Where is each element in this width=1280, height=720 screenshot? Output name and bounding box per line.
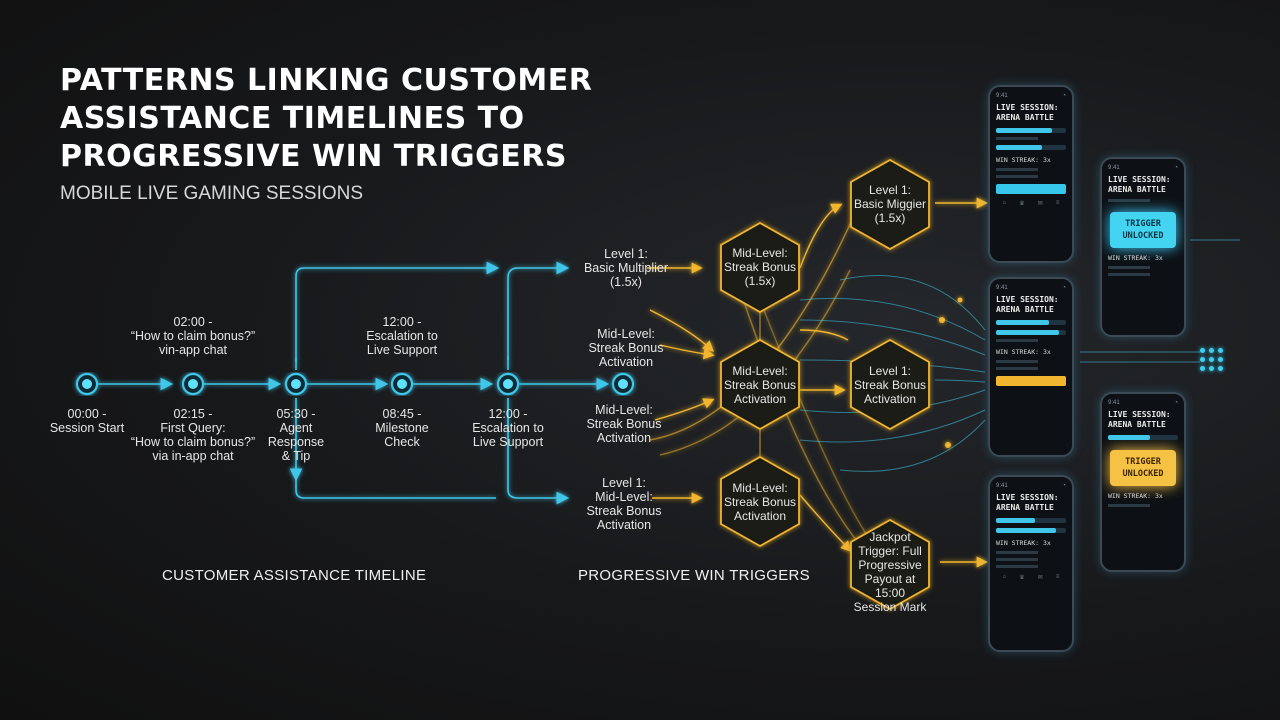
trigger-label-3: Mid-Level: Streak Bonus Activation bbox=[586, 403, 662, 445]
progress-bar bbox=[1108, 435, 1178, 440]
progress-bar bbox=[996, 518, 1066, 523]
status-bar: 9:41◔ bbox=[996, 285, 1066, 291]
bottom-nav: ⌂ ♛ ✉ ≡ bbox=[996, 574, 1066, 581]
timeline-label-milestone-check: 08:45 - Milestone Check bbox=[375, 407, 429, 449]
page-title: PATTERNS LINKING CUSTOMER ASSISTANCE TIM… bbox=[60, 63, 593, 174]
timeline-label-agent-response: 05:30 - Agent Response & Tip bbox=[267, 407, 325, 463]
trophy-icon: ♛ bbox=[1019, 201, 1025, 207]
phone-screen-3: 9:41◔ LIVE SESSION: ARENA BATTLE WIN STR… bbox=[988, 277, 1074, 457]
session-title: LIVE SESSION: ARENA BATTLE bbox=[996, 295, 1059, 314]
hex-level1-streak: Level 1: Streak Bonus Activation bbox=[853, 364, 927, 406]
session-title: LIVE SESSION: ARENA BATTLE bbox=[1108, 410, 1171, 429]
menu-icon: ≡ bbox=[1055, 574, 1060, 580]
win-streak: WIN STREAK: 3x bbox=[996, 539, 1051, 547]
trophy-icon: ♛ bbox=[1019, 575, 1025, 581]
trigger-label-2: Mid-Level: Streak Bonus Activation bbox=[588, 327, 664, 369]
section-timeline-label: CUSTOMER ASSISTANCE TIMELINE bbox=[162, 567, 427, 584]
session-title: LIVE SESSION: ARENA BATTLE bbox=[996, 493, 1059, 512]
timeline-label-escalation: 12:00 - Escalation to Live Support bbox=[472, 407, 544, 449]
session-title: LIVE SESSION: ARENA BATTLE bbox=[1108, 175, 1171, 194]
win-streak: WIN STREAK: 3x bbox=[996, 348, 1051, 356]
home-icon: ⌂ bbox=[1002, 200, 1007, 206]
timeline-label-session-start: 00:00 - Session Start bbox=[49, 407, 125, 435]
page-subtitle: MOBILE LIVE GAMING SESSIONS bbox=[60, 183, 364, 204]
hex-streak-bonus-1: Mid-Level: Streak Bonus (1.5x) bbox=[723, 246, 797, 288]
trigger-label-1: Level 1: Basic Multiplier (1.5x) bbox=[583, 247, 669, 289]
progress-bar bbox=[996, 528, 1066, 533]
timeline-label-first-query: 02:15 - First Query: “How to claim bonus… bbox=[130, 407, 256, 463]
trigger-unlocked-badge[interactable]: TRIGGER UNLOCKED bbox=[1110, 450, 1176, 486]
win-streak: WIN STREAK: 3x bbox=[1108, 492, 1163, 500]
progress-bar bbox=[996, 145, 1066, 150]
hex-basic-multiplier: Level 1: Basic Miggier (1.5x) bbox=[853, 183, 927, 225]
win-streak: WIN STREAK: 3x bbox=[996, 156, 1051, 164]
progress-bar bbox=[996, 330, 1066, 335]
chat-icon: ✉ bbox=[1037, 575, 1043, 581]
bottom-nav: ⌂ ♛ ✉ ≡ bbox=[996, 200, 1066, 207]
win-streak: WIN STREAK: 3x bbox=[1108, 254, 1163, 262]
trigger-unlocked-badge[interactable]: TRIGGER UNLOCKED bbox=[1110, 212, 1176, 248]
timeline-label-above-1: 02:00 - “How to claim bonus?” vin-app ch… bbox=[130, 315, 256, 357]
status-bar: 9:41◔ bbox=[1108, 165, 1178, 171]
status-bar: 9:41◔ bbox=[996, 93, 1066, 99]
menu-icon: ≡ bbox=[1055, 200, 1060, 206]
progress-bar bbox=[996, 320, 1066, 325]
trigger-label-4: Level 1: Mid-Level: Streak Bonus Activat… bbox=[586, 476, 662, 532]
chat-icon: ✉ bbox=[1037, 201, 1043, 207]
phone-screen-2: 9:41◔ LIVE SESSION: ARENA BATTLE TRIGGER… bbox=[1100, 157, 1186, 337]
claim-button[interactable] bbox=[996, 184, 1066, 194]
status-bar: 9:41◔ bbox=[996, 483, 1066, 489]
claim-button[interactable] bbox=[996, 376, 1066, 386]
decorative-dots bbox=[1200, 348, 1223, 371]
phone-screen-1: 9:41◔ LIVE SESSION: ARENA BATTLE WIN STR… bbox=[988, 85, 1074, 263]
phone-screen-5: 9:41◔ LIVE SESSION: ARENA BATTLE WIN STR… bbox=[988, 475, 1074, 652]
phone-screen-4: 9:41◔ LIVE SESSION: ARENA BATTLE TRIGGER… bbox=[1100, 392, 1186, 572]
hex-streak-bonus-3: Mid-Level: Streak Bonus Activation bbox=[723, 481, 797, 523]
hex-jackpot-trigger: Jackpot Trigger: Full Progressive Payout… bbox=[853, 530, 927, 614]
section-triggers-label: PROGRESSIVE WIN TRIGGERS bbox=[578, 567, 810, 584]
session-title: LIVE SESSION: ARENA BATTLE bbox=[996, 103, 1059, 122]
hex-streak-bonus-2: Mid-Level: Streak Bonus Activation bbox=[723, 364, 797, 406]
timeline-label-above-2: 12:00 - Escalation to Live Support bbox=[366, 315, 438, 357]
progress-bar bbox=[996, 128, 1066, 133]
status-bar: 9:41◔ bbox=[1108, 400, 1178, 406]
home-icon: ⌂ bbox=[1002, 574, 1007, 580]
